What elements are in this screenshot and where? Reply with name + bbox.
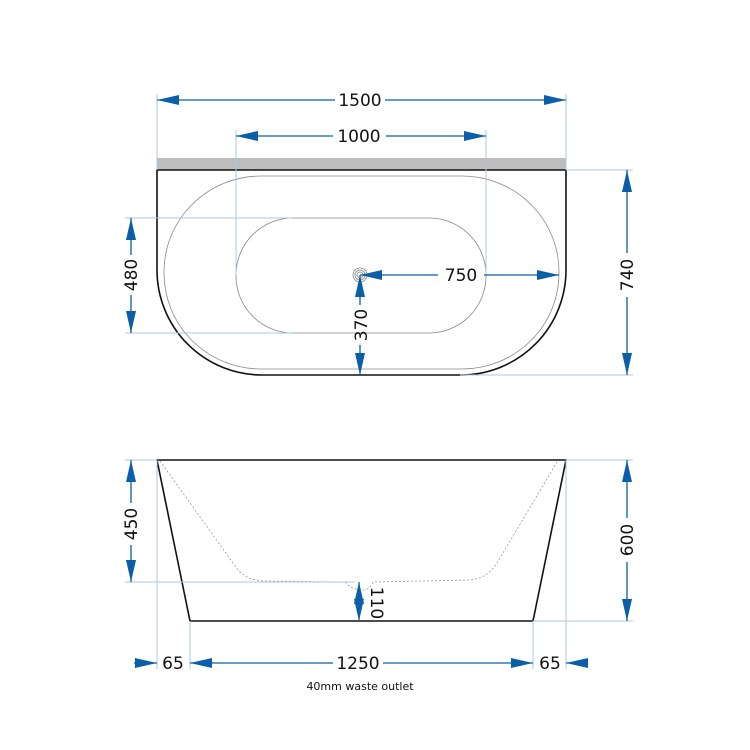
dim-waste-to-front: 370 (352, 309, 372, 341)
extension-lines-top (125, 94, 633, 376)
dim-inner-depth: 480 (122, 259, 142, 291)
tub-outline-side (156, 459, 567, 622)
dim-bowl-depth: 450 (122, 508, 142, 540)
dim-waste-height: 110 (366, 587, 386, 619)
dim-overall-width: 1500 (338, 91, 381, 111)
dim-base-length: 1250 (336, 654, 379, 674)
dim-waste-to-right: 750 (445, 266, 477, 286)
side-view: 450 600 110 65 1250 65 40mm waste outlet (122, 459, 638, 693)
tub-inner-profile (159, 460, 558, 591)
waste-outlet-caption: 40mm waste outlet (306, 680, 414, 693)
dim-right-offset: 65 (539, 654, 561, 674)
wall-strip (157, 158, 566, 170)
top-view: 1500 1000 480 740 750 370 (122, 91, 638, 376)
dim-overall-depth: 740 (618, 259, 638, 291)
dim-overall-height: 600 (618, 524, 638, 556)
dim-left-offset: 65 (162, 654, 184, 674)
dim-inner-width: 1000 (337, 127, 380, 147)
extension-lines-side (125, 459, 633, 669)
